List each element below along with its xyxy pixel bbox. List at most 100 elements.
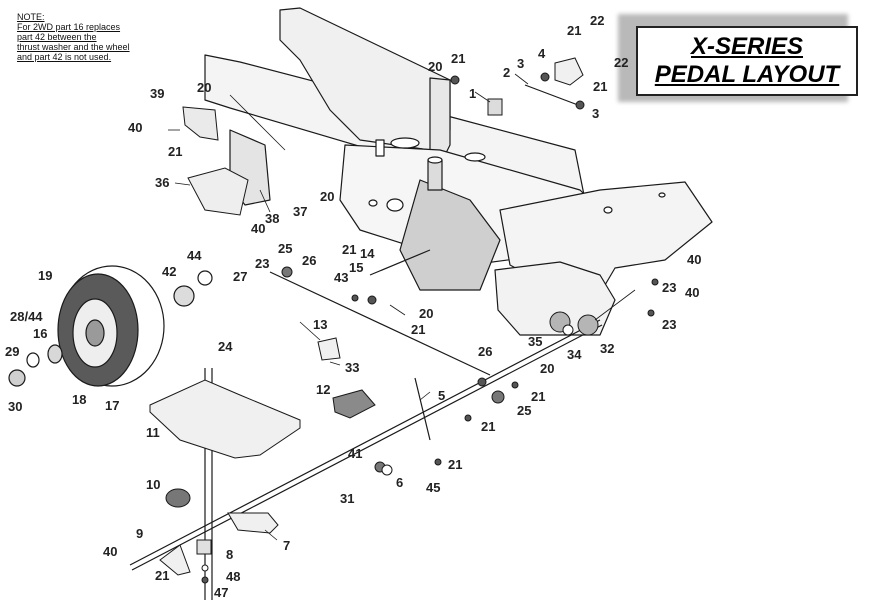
nut-48 [201,564,209,572]
callout-label: 40 [103,544,117,559]
callout-label: 12 [316,382,330,397]
leader-line [259,189,271,213]
callout-label: 17 [105,398,119,413]
nut-21b [464,414,472,422]
link-rod-5 [414,377,431,441]
pedal-pad-12 [332,389,376,419]
callout-label: 23 [662,280,676,295]
wheel-hub [85,319,105,347]
mud-guard-11 [149,379,301,459]
callout-label: 22 [590,13,604,28]
callout-label: 26 [302,253,316,268]
callout-label: 20 [428,59,442,74]
cap-30 [8,369,26,387]
callout-label: 24 [218,339,233,354]
callout-label: 15 [349,260,363,275]
nut-23a [651,278,659,286]
nut-23b [647,309,655,317]
callout-label: 26 [478,344,492,359]
frame-slot [390,137,420,149]
frame-inner-shadow [399,179,501,291]
leader-line [594,289,636,321]
hardware-parts [149,57,659,584]
callout-label: 23 [255,256,269,271]
pedal-shaft-edge [131,324,603,571]
callout-label: 25 [278,241,292,256]
callout-label: 48 [226,569,240,584]
title-line-2: PEDAL LAYOUT [654,61,840,88]
frame-stud [375,139,385,157]
control-rod-13 [269,271,491,376]
note-line: and part 42 is not used. [17,52,112,62]
nut-21d [367,295,377,305]
washer-6 [381,464,393,476]
callout-label: 7 [283,538,290,553]
callout-label: 18 [72,392,86,407]
bracket-8 [196,539,212,555]
frame-post-top [427,156,443,164]
callout-label: 44 [187,248,202,263]
callout-label: 21 [593,79,607,94]
callout-label: 37 [293,204,307,219]
note-line: thrust washer and the wheel [17,42,130,52]
bearing-32 [577,314,599,336]
leader-line [419,391,431,401]
callout-label: 14 [360,246,375,261]
leader-lines [168,73,636,541]
callout-label: 19 [38,268,52,283]
callout-label: 35 [528,334,542,349]
nut-20 [450,75,460,85]
callout-label: 40 [685,285,699,300]
plate-36 [187,167,249,216]
callout-label: 28/44 [10,309,43,324]
callout-label: 20 [540,361,554,376]
callout-label: 13 [313,317,327,332]
callout-label: 20 [320,189,334,204]
note-block: NOTE: For 2WD part 16 replaces part 42 b… [17,12,147,62]
leader-line [329,361,341,366]
callout-label: 11 [146,425,160,440]
callout-label: 27 [233,269,247,284]
washer-29 [26,352,40,368]
tie-rod-15 [369,249,431,276]
callout-label: 22 [614,55,628,70]
callout-label: 41 [348,446,362,461]
frame-assembly [204,7,713,336]
leader-line [514,73,529,85]
pedal-pad-10 [165,488,191,508]
callout-label: 5 [438,388,445,403]
arm-9 [159,544,191,576]
callout-label: 29 [5,344,19,359]
leader-line [474,91,491,103]
bracket-39 [182,106,219,141]
note-line: For 2WD part 16 replaces [17,22,121,32]
callout-label: 10 [146,477,160,492]
washer-44 [197,270,213,286]
pedal-shaft [129,319,601,566]
callout-label: 21 [481,419,495,434]
nut-21c [434,458,442,466]
frame-post [427,159,443,191]
callout-label: 9 [136,526,143,541]
callout-label: 21 [448,457,462,472]
callout-label: 45 [426,480,440,495]
nut-3 [540,72,550,82]
callout-label: 36 [155,175,169,190]
callout-label: 6 [396,475,403,490]
callout-label: 42 [162,264,176,279]
callout-label: 20 [419,306,433,321]
callout-label: 21 [531,389,545,404]
front-wheel-assembly [8,265,213,387]
callout-label: 21 [342,242,356,257]
callout-label: 38 [265,211,279,226]
callout-label: 25 [517,403,531,418]
title-line-1: X-SERIES [690,33,804,60]
callout-label: 20 [197,80,211,95]
callout-label: 1 [469,86,476,101]
bushing-42 [173,285,195,307]
callout-label: 16 [33,326,47,341]
frame-hole [658,192,666,198]
leader-line [229,94,286,151]
frame-hole [386,198,404,212]
